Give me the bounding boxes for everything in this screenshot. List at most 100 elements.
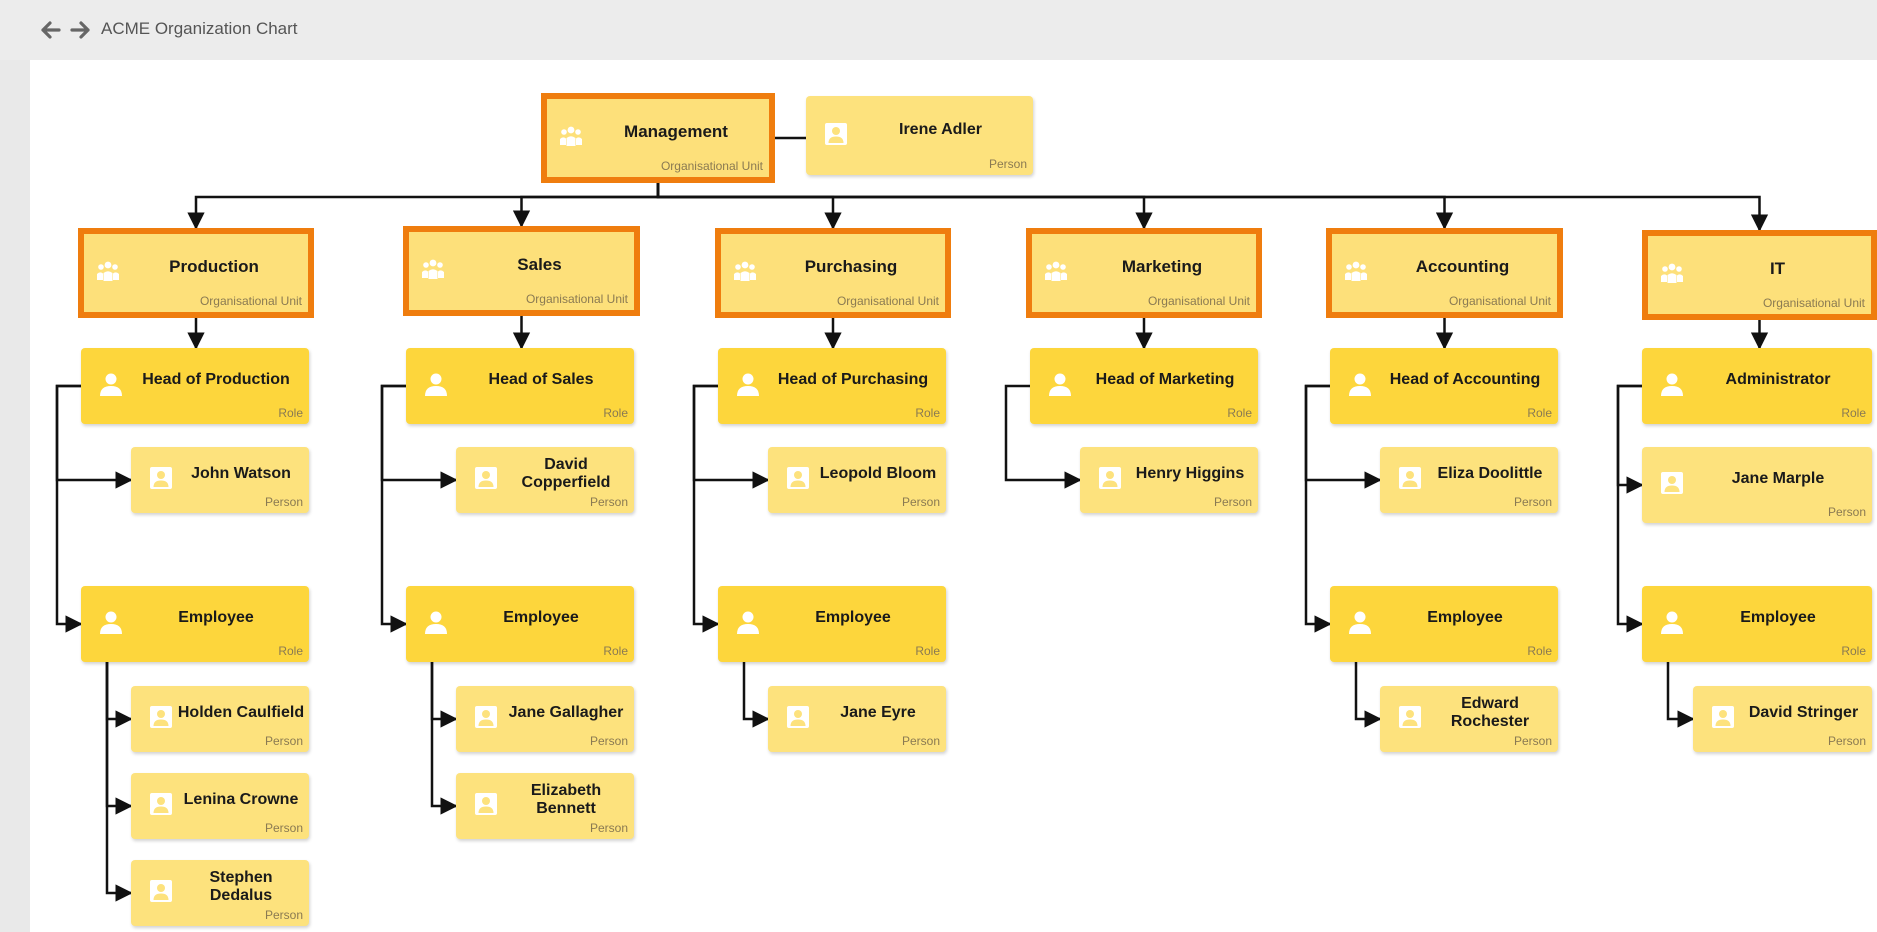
- connector-management-purchasing: [656, 183, 842, 230]
- id-card-icon: [472, 464, 500, 492]
- person-icon: [734, 608, 762, 636]
- node-type: Person: [1827, 734, 1866, 748]
- node-type: Role: [603, 406, 628, 420]
- node-type: Role: [1527, 644, 1552, 658]
- person-icon: [422, 370, 450, 398]
- id-card-icon: [472, 790, 500, 818]
- id-card-icon: [1658, 469, 1686, 497]
- id-card-icon: [147, 464, 175, 492]
- person-icon: [1346, 370, 1374, 398]
- id-card-icon: [784, 464, 812, 492]
- node-type: Role: [1841, 644, 1866, 658]
- node-label: Head of Sales: [488, 371, 594, 388]
- group-icon: [731, 257, 759, 285]
- connector-employee-purchasing-jane-eyre: [742, 662, 770, 728]
- connector-management-production: [187, 183, 660, 230]
- connector-head-production-employee-production: [55, 384, 83, 633]
- connector-employee-sales-elizabeth: [430, 662, 458, 815]
- node-type: Person: [1513, 734, 1552, 748]
- node-type: Person: [589, 495, 628, 509]
- node-label: Accounting: [1415, 257, 1510, 276]
- connector-layer: [55, 136, 1769, 902]
- node-label: Marketing: [1121, 257, 1203, 276]
- node-label: Employee: [503, 609, 579, 626]
- connector-management-accounting: [656, 183, 1454, 230]
- id-card-icon: [147, 703, 175, 731]
- node-type: Person: [901, 495, 940, 509]
- node-label: Leopold Bloom: [819, 465, 937, 482]
- forward-button[interactable]: [68, 16, 92, 44]
- connector-management-marketing: [656, 183, 1153, 230]
- node-label: Head of Purchasing: [777, 371, 929, 388]
- connector-head-marketing-henry: [1004, 384, 1082, 489]
- node-type: Person: [589, 734, 628, 748]
- id-card-icon: [147, 790, 175, 818]
- connector-employee-accounting-edward: [1354, 662, 1382, 728]
- back-button[interactable]: [39, 16, 63, 44]
- connector-administrator-employee-it: [1616, 384, 1644, 633]
- node-type: Person: [264, 821, 303, 835]
- node-type: Organisational Unit: [525, 292, 628, 306]
- id-card-icon: [472, 703, 500, 731]
- connector-employee-production-stephen: [105, 662, 133, 902]
- node-type: Role: [278, 406, 303, 420]
- node-label: Jane Marple: [1731, 470, 1825, 487]
- node-type: Role: [915, 644, 940, 658]
- node-type: Organisational Unit: [1762, 296, 1865, 310]
- top-bar: ACME Organization Chart: [0, 0, 1877, 60]
- connector-employee-production-lenina: [105, 662, 133, 815]
- node-type: Person: [264, 908, 303, 922]
- node-label: Administrator: [1725, 371, 1831, 388]
- node-label: Irene Adler: [899, 120, 982, 138]
- arrow-right-icon: [70, 21, 90, 39]
- node-type: Role: [1227, 406, 1252, 420]
- connector-management-sales: [512, 183, 660, 228]
- arrow-left-icon: [41, 21, 61, 39]
- node-type: Organisational Unit: [199, 294, 302, 308]
- connector-head-purchasing-employee-purchasing: [692, 384, 720, 633]
- node-label: David Stringer: [1748, 704, 1859, 721]
- person-icon: [97, 370, 125, 398]
- connector-employee-production-holden: [105, 662, 133, 728]
- node-type: Person: [901, 734, 940, 748]
- connector-management-it: [656, 183, 1769, 232]
- node-label: Head of Accounting: [1389, 371, 1541, 388]
- node-label: Employee: [1740, 609, 1816, 626]
- node-type: Role: [1841, 406, 1866, 420]
- connector-head-accounting-employee-accounting: [1304, 384, 1332, 633]
